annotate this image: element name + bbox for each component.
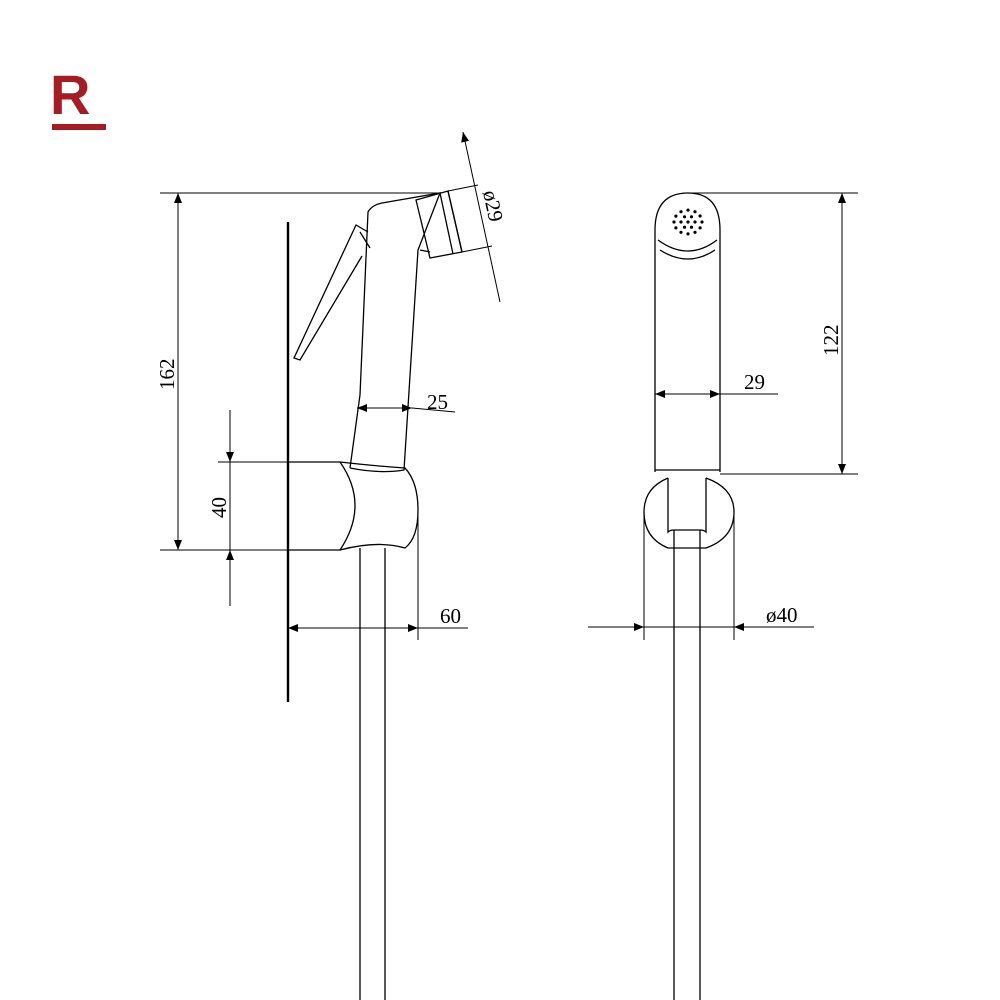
front-holder-outer: [643, 477, 735, 549]
front-view: 122 29 ø40: [588, 192, 858, 1000]
dim-40-side-label: 40: [207, 497, 231, 518]
side-view: 162 ø29 25 40 60: [155, 131, 508, 1000]
brand-logo: R: [50, 63, 106, 130]
brand-logo-letter: R: [50, 63, 90, 126]
side-sprayer-body: [349, 192, 442, 473]
nozzle-hole: [679, 230, 683, 234]
nozzle-hole: [686, 232, 690, 236]
side-trigger-lever: [293, 224, 369, 361]
nozzle-hole: [682, 215, 687, 219]
dim-29-side-line: [461, 131, 501, 303]
nozzle-hole: [698, 214, 702, 218]
front-nozzle-rim: [657, 239, 718, 252]
dim-162-label: 162: [155, 359, 179, 391]
side-holder: [288, 461, 419, 551]
nozzle-hole: [682, 225, 687, 229]
front-nozzle-holes: [672, 208, 704, 236]
nozzle-hole: [698, 226, 702, 230]
front-holder-clip: [667, 478, 707, 534]
nozzle-hole: [693, 210, 697, 214]
front-nozzle-rim-inner: [659, 249, 716, 260]
nozzle-hole: [689, 215, 694, 219]
dim-25-leader: [411, 407, 456, 413]
nozzle-hole: [693, 230, 697, 234]
nozzle-hole: [689, 225, 694, 229]
nozzle-hole: [693, 220, 697, 224]
nozzle-hole: [686, 220, 690, 224]
dim-25-label: 25: [427, 390, 448, 414]
side-trigger-pivot: [359, 231, 371, 249]
nozzle-hole: [679, 220, 683, 224]
side-nozzle-face: [447, 190, 463, 253]
nozzle-hole: [674, 214, 678, 218]
side-holder-curve: [339, 461, 356, 551]
nozzle-hole: [700, 220, 704, 224]
nozzle-hole: [679, 210, 683, 214]
dim-40-front-label: ø40: [766, 603, 798, 627]
side-nozzle-ring: [439, 192, 454, 255]
brand-logo-underline: [52, 124, 106, 130]
dim-60-label: 60: [440, 604, 461, 628]
dim-122-label: 122: [819, 325, 843, 357]
dim-29-side-ext-top: [447, 184, 479, 192]
dim-29-front-label: 29: [744, 370, 765, 394]
nozzle-hole: [674, 226, 678, 230]
nozzle-hole: [686, 208, 690, 212]
dim-29-side-label: ø29: [478, 188, 508, 224]
dim-29-side-ext-bottom: [461, 245, 493, 253]
nozzle-hole: [672, 220, 676, 224]
